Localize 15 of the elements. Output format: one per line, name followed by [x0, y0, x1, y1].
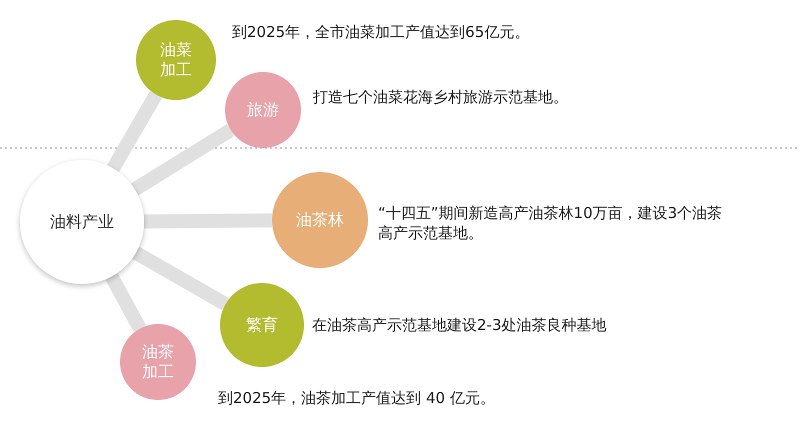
- description-text: 到2025年，油茶加工产值达到 40 亿元。: [218, 388, 496, 408]
- description-text: “十四五”期间新造高产油茶林10万亩，建设3个油茶高产示范基地。: [378, 203, 724, 244]
- circle-label: 旅游: [247, 100, 279, 120]
- connector: [105, 273, 146, 332]
- circle-label: 油茶林: [296, 210, 344, 230]
- connector: [144, 213, 272, 228]
- connector: [107, 91, 162, 172]
- circle-label: 油菜加工: [159, 40, 193, 80]
- connector: [131, 124, 234, 196]
- circle-label: 繁育: [246, 315, 278, 335]
- description-text: 到2025年，全市油菜加工产值达到65亿元。: [232, 22, 530, 42]
- description-text: 在油茶高产示范基地建设2-3处油茶良种基地: [312, 315, 608, 336]
- description-text: 打造七个油菜花海乡村旅游示范基地。: [313, 87, 569, 108]
- circle-label: 油料产业: [50, 212, 114, 232]
- circle-label: 油茶加工: [141, 342, 175, 382]
